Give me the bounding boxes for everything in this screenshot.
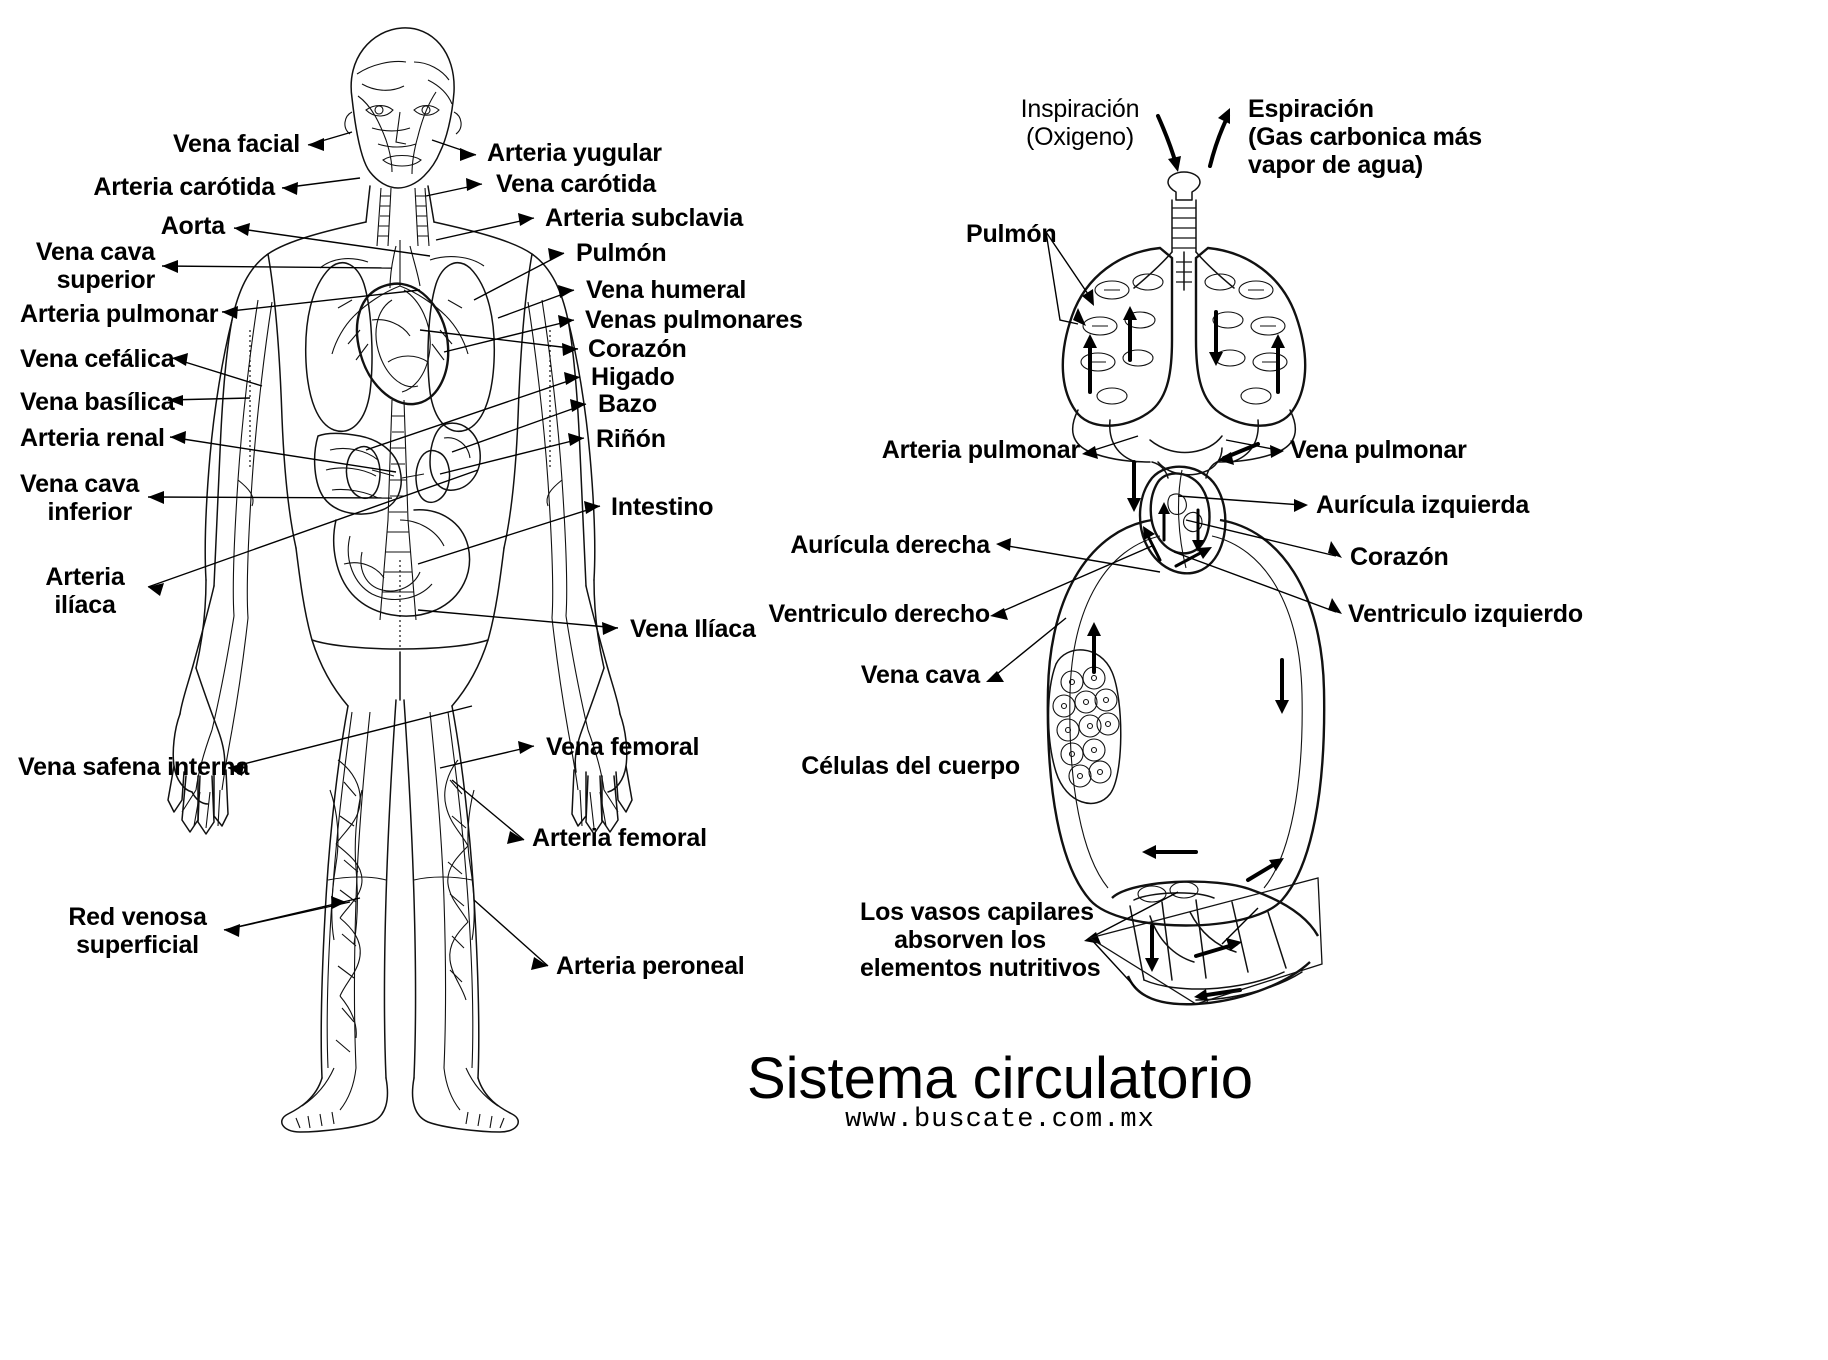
label-corazon-body: Corazón <box>588 335 687 363</box>
label-arteria-pulmonar-body: Arteria pulmonar <box>20 300 219 328</box>
vessel-network <box>181 299 619 1111</box>
label-pulmon-schematic: Pulmón <box>966 220 1057 248</box>
label-vena-basilica: Vena basílica <box>20 388 175 416</box>
leader-lines-right-figure <box>986 231 1342 989</box>
label-vena-humeral: Vena humeral <box>586 276 747 304</box>
label-vena-femoral: Vena femoral <box>546 733 700 761</box>
capillary-bundle <box>1111 880 1320 1006</box>
label-intestino: Intestino <box>611 493 714 521</box>
human-figure-outline <box>167 27 633 1133</box>
website-credit: www.buscate.com.mx <box>845 1105 1155 1135</box>
label-arteria-peroneal: Arteria peroneal <box>556 952 745 980</box>
body-cells-cluster <box>1047 649 1122 804</box>
breathing-arrows <box>1156 108 1230 172</box>
label-vena-cava: Vena cava <box>860 661 980 689</box>
label-inspiracion: Inspiración (Oxigeno) <box>1020 95 1140 151</box>
label-arteria-pulmonar-schematic: Arteria pulmonar <box>881 436 1080 464</box>
label-pulmon-body: Pulmón <box>576 239 667 267</box>
label-arteria-iliaca: Arteria ilíaca <box>45 563 125 619</box>
label-vena-facial: Vena facial <box>172 130 300 158</box>
label-arteria-yugular: Arteria yugular <box>487 139 662 167</box>
label-vena-carotida: Vena carótida <box>496 170 656 198</box>
label-bazo: Bazo <box>598 390 657 418</box>
label-arteria-subclavia: Arteria subclavia <box>545 204 744 232</box>
internal-organs <box>304 240 496 621</box>
page-title: Sistema circulatorio <box>746 1046 1254 1111</box>
flow-arrows <box>1083 306 1289 1002</box>
label-aorta: Aorta <box>160 212 225 240</box>
label-red-venosa-superficial: Red venosa superficial <box>68 903 207 959</box>
label-vena-cava-inferior: Vena cava inferior <box>20 470 140 526</box>
label-vasos-capilares: Los vasos capilares absorven los element… <box>860 898 1101 982</box>
label-corazon-schematic: Corazón <box>1350 543 1449 571</box>
label-ventriculo-izquierdo: Ventriculo izquierdo <box>1348 600 1583 628</box>
label-vena-pulmonar: Vena pulmonar <box>1290 436 1467 464</box>
circulation-schematic <box>1046 108 1326 1006</box>
label-rinon: Riñón <box>596 425 666 453</box>
label-auricula-derecha: Aurícula derecha <box>790 531 990 559</box>
label-ventriculo-derecho: Ventriculo derecho <box>768 600 991 628</box>
label-vena-iliaca: Vena Ilíaca <box>630 615 756 643</box>
label-espiracion: Espiración (Gas carbonica más vapor de a… <box>1248 95 1483 179</box>
label-vena-safena-interna: Vena safena interna <box>18 753 250 781</box>
capillary-callout-bracket <box>1088 877 1323 1005</box>
leader-lines-left-figure <box>147 131 619 970</box>
label-celulas-del-cuerpo: Células del cuerpo <box>801 752 1020 780</box>
label-arteria-carotida: Arteria carótida <box>93 173 275 201</box>
label-arteria-femoral: Arteria femoral <box>532 824 707 852</box>
label-higado: Higado <box>591 363 675 391</box>
label-auricula-izquierda: Aurícula izquierda <box>1316 491 1530 519</box>
label-vena-cefalica: Vena cefálica <box>20 345 175 373</box>
label-arteria-renal: Arteria renal <box>20 424 165 452</box>
label-vena-cava-superior: Vena cava superior <box>35 238 155 294</box>
label-venas-pulmonares: Venas pulmonares <box>585 306 803 334</box>
